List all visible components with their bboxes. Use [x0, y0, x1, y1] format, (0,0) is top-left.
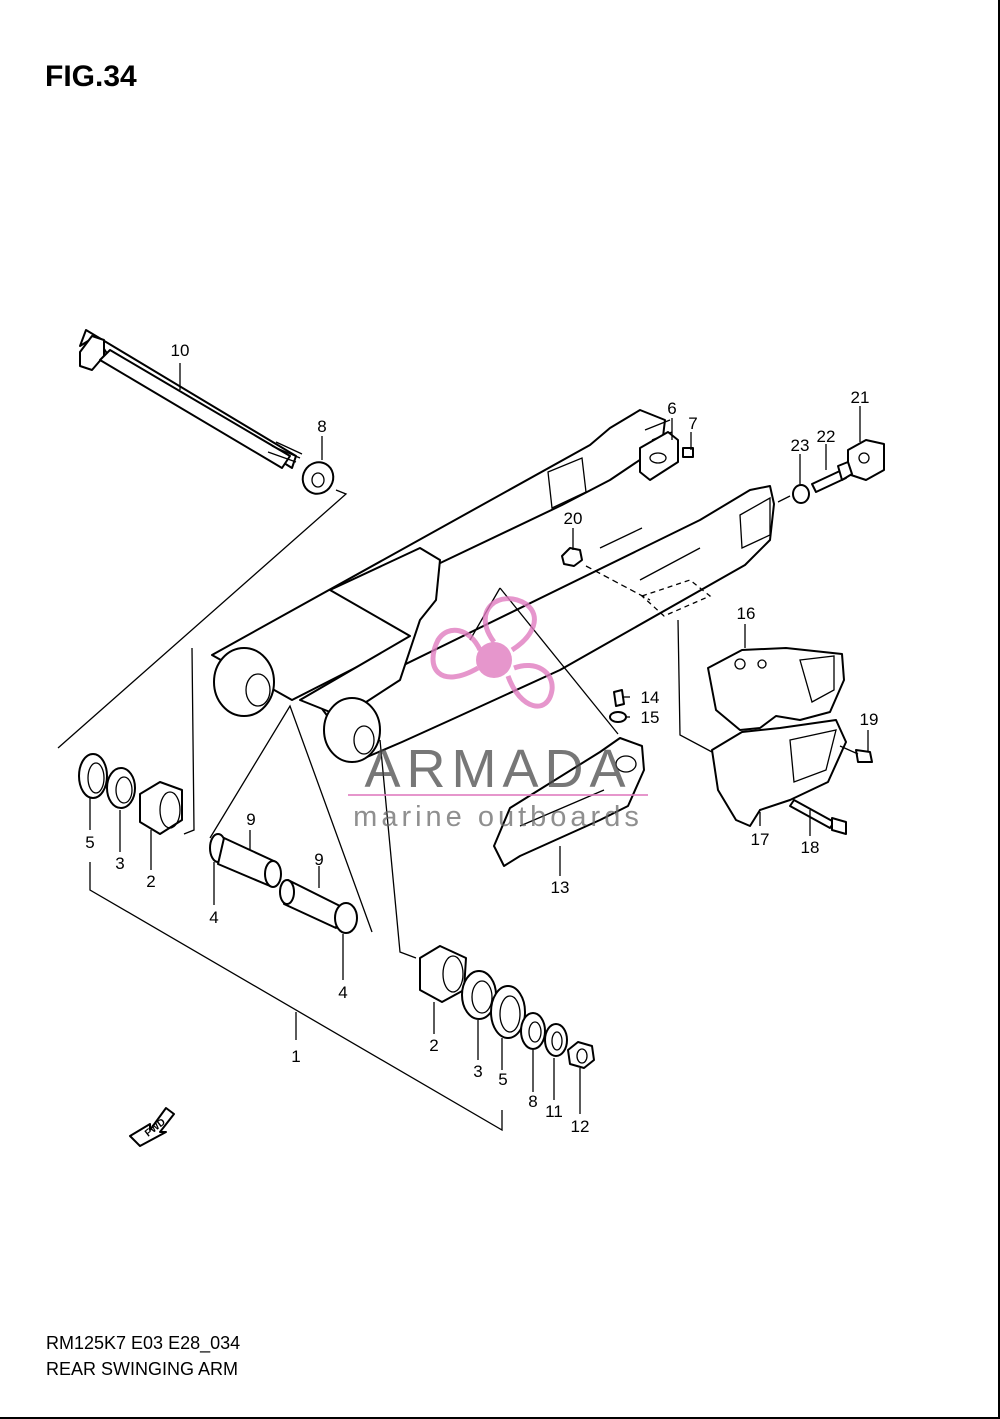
oil-seal-part-5-left	[78, 753, 108, 799]
model-code: RM125K7 E03 E28_034	[46, 1333, 241, 1353]
watermark-brand: ARMADA	[364, 739, 631, 799]
washer-part-8-upper	[301, 461, 335, 495]
callout-13: 13	[551, 878, 570, 897]
chain-adjuster-plate-part-6	[639, 431, 679, 481]
sleeve-part-9-left	[217, 837, 282, 888]
armada-watermark: ARMADA marine outboards	[348, 596, 648, 833]
callout-21: 21	[851, 388, 870, 407]
needle-bearing-part-2-right	[419, 945, 467, 1003]
callout-9-right: 9	[314, 850, 323, 869]
figure-name: REAR SWINGING ARM	[46, 1359, 239, 1379]
dust-seal-part-3-left	[106, 767, 136, 809]
bolt-part-19	[839, 745, 873, 763]
watermark-tagline: marine outboards	[353, 801, 643, 833]
washer-part-8-lower	[520, 1012, 546, 1050]
oil-seal-part-5-right	[490, 985, 526, 1039]
callout-6: 6	[667, 399, 676, 418]
washer-part-11	[544, 1023, 568, 1057]
chain-guide-part-17	[711, 719, 847, 827]
callout-22: 22	[817, 427, 836, 446]
callout-18: 18	[801, 838, 820, 857]
callout-2-right: 2	[429, 1036, 438, 1055]
callout-3-left: 3	[115, 854, 124, 873]
needle-bearing-part-2-left	[139, 781, 183, 835]
callout-4-left: 4	[209, 908, 218, 927]
callout-2-left: 2	[146, 872, 155, 891]
bolt-part-7	[682, 447, 694, 458]
propeller-logo-icon	[430, 596, 555, 709]
callout-19: 19	[860, 710, 879, 729]
washer-part-4-right	[334, 902, 358, 934]
nut-part-23	[792, 484, 810, 504]
callout-10: 10	[171, 341, 190, 360]
bolt-part-18	[789, 799, 847, 835]
chain-guide-part-16	[707, 647, 845, 731]
callout-17: 17	[751, 830, 770, 849]
nut-part-20	[561, 547, 583, 567]
callout-16: 16	[737, 604, 756, 623]
callout-8-upper: 8	[317, 417, 326, 436]
callout-12: 12	[571, 1117, 590, 1136]
callout-3-right: 3	[473, 1062, 482, 1081]
callout-20: 20	[564, 509, 583, 528]
callout-5-right: 5	[498, 1070, 507, 1089]
callout-14: 14	[641, 688, 660, 707]
callout-labels: 10 8 6 7 21 22 23 20 16 14 15 19 17 18 1…	[85, 341, 878, 1136]
washer-part-15	[609, 711, 627, 723]
nut-part-12	[567, 1041, 595, 1069]
leader-lines	[57, 363, 869, 1132]
bolt-part-22	[811, 461, 853, 493]
callout-7: 7	[688, 414, 697, 433]
dust-seal-part-3-right	[461, 970, 497, 1020]
callout-8-lower: 8	[528, 1092, 537, 1111]
callout-5-left: 5	[85, 833, 94, 852]
callout-11: 11	[545, 1102, 563, 1121]
callout-23: 23	[791, 436, 810, 455]
chain-adjuster-part-21	[847, 439, 885, 481]
swingarm-body-part-1	[211, 409, 775, 763]
callout-15: 15	[641, 708, 660, 727]
pivot-shaft-part-10	[79, 329, 303, 469]
sleeve-part-9-right	[279, 879, 341, 929]
callout-9-left: 9	[246, 810, 255, 829]
figure-title: FIG.34	[45, 60, 137, 93]
bolt-part-14	[613, 689, 625, 707]
fwd-arrow-icon: FWD	[129, 1107, 175, 1147]
callout-1: 1	[291, 1047, 300, 1066]
callout-4-right: 4	[338, 983, 347, 1002]
